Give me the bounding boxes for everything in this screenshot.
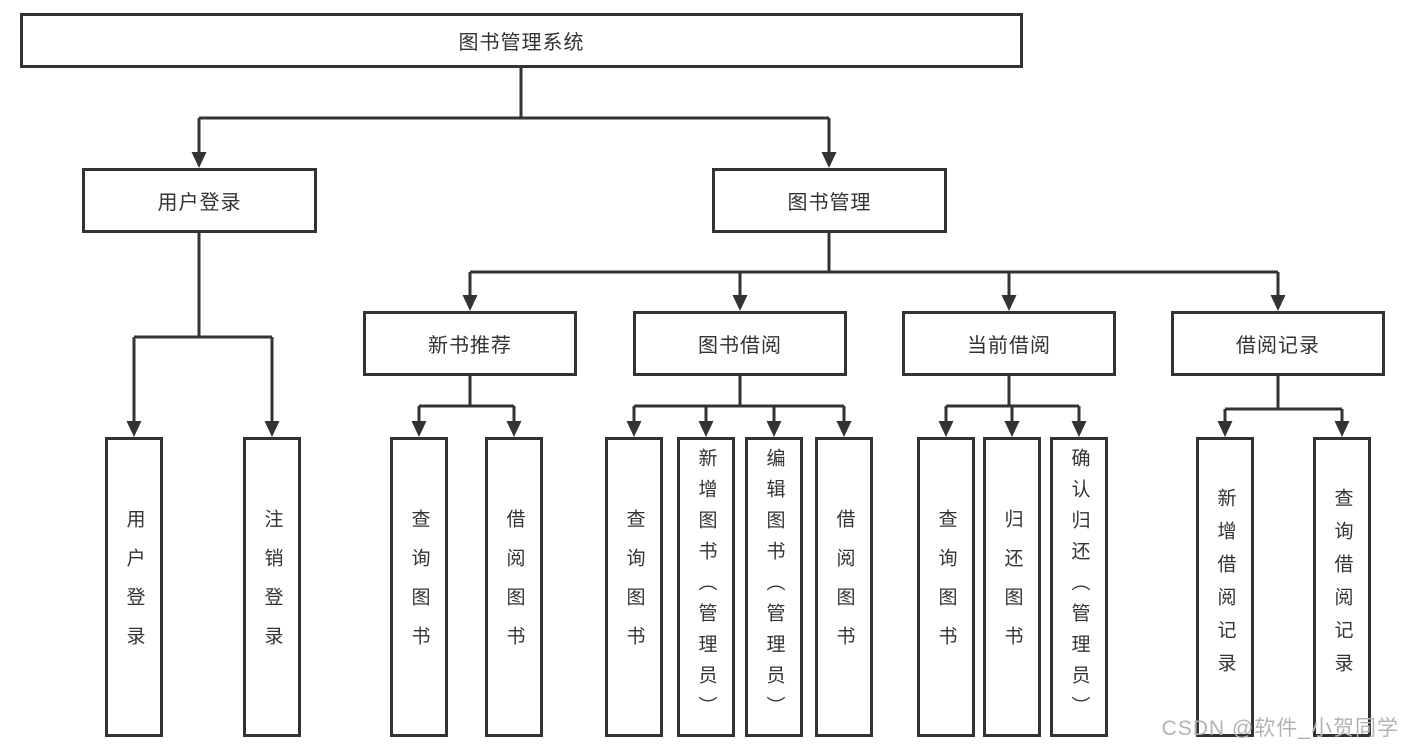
node-book-borrow-label: 图书借阅 <box>698 335 782 357</box>
node-bb-borrow-label: 借阅图书 <box>833 509 855 665</box>
node-cb-confirm-label: 确认归还（管理员） <box>1068 447 1090 727</box>
node-bb-query-label: 查询图书 <box>623 509 645 665</box>
node-user-login-box: 用户登录 <box>105 437 163 737</box>
node-borrow-records-box: 借阅记录 <box>1171 311 1385 376</box>
node-new-book-rec-box: 新书推荐 <box>363 311 577 376</box>
node-br-query-box: 查询借阅记录 <box>1313 437 1371 737</box>
node-cb-query-label: 查询图书 <box>935 509 957 665</box>
node-bb-borrow-box: 借阅图书 <box>815 437 873 737</box>
node-logout-label: 注销登录 <box>261 509 283 665</box>
node-nbr-borrow-box: 借阅图书 <box>485 437 543 737</box>
node-bb-edit-label: 编辑图书（管理员） <box>763 447 785 727</box>
node-logout-box: 注销登录 <box>243 437 301 737</box>
node-new-book-rec-label: 新书推荐 <box>428 335 512 357</box>
node-root-label: 图书管理系统 <box>458 32 585 54</box>
node-br-query-label: 查询借阅记录 <box>1331 488 1353 686</box>
node-cb-confirm-box: 确认归还（管理员） <box>1050 437 1108 737</box>
node-cb-query-box: 查询图书 <box>917 437 975 737</box>
node-borrow-records-label: 借阅记录 <box>1236 335 1320 357</box>
node-nbr-borrow-label: 借阅图书 <box>503 509 525 665</box>
node-root-box: 图书管理系统 <box>20 13 1023 68</box>
node-user-login-group-label: 用户登录 <box>157 192 242 214</box>
node-cb-return-label: 归还图书 <box>1001 509 1023 665</box>
node-book-mgmt-group-box: 图书管理 <box>712 168 947 233</box>
node-bb-add-box: 新增图书（管理员） <box>677 437 735 737</box>
node-nbr-query-box: 查询图书 <box>390 437 448 737</box>
node-current-borrow-box: 当前借阅 <box>902 311 1116 376</box>
node-cb-return-box: 归还图书 <box>983 437 1041 737</box>
node-user-login-label: 用户登录 <box>123 509 145 665</box>
node-bb-query-box: 查询图书 <box>605 437 663 737</box>
node-bb-edit-box: 编辑图书（管理员） <box>745 437 803 737</box>
node-br-add-label: 新增借阅记录 <box>1214 488 1236 686</box>
node-current-borrow-label: 当前借阅 <box>967 335 1051 357</box>
csdn-watermark: CSDN @软件_小贺同学 <box>1161 717 1399 740</box>
node-br-add-box: 新增借阅记录 <box>1196 437 1254 737</box>
node-bb-add-label: 新增图书（管理员） <box>695 447 717 727</box>
node-book-borrow-box: 图书借阅 <box>633 311 847 376</box>
node-book-mgmt-group-label: 图书管理 <box>787 192 872 214</box>
node-nbr-query-label: 查询图书 <box>408 509 430 665</box>
node-user-login-group-box: 用户登录 <box>82 168 317 233</box>
